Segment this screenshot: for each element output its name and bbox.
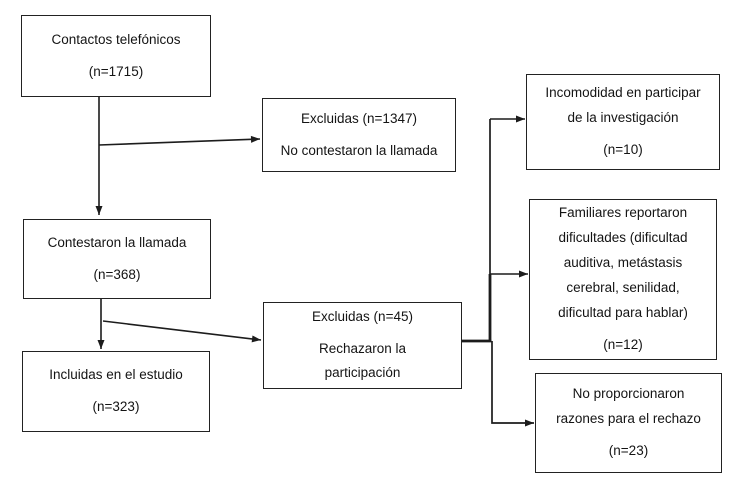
node-body: Familiares reportaron dificultades (difi… — [558, 205, 688, 320]
node-body: Rechazaron la participación — [318, 340, 407, 381]
node-count: (n=10) — [603, 141, 643, 157]
node-excluidas-no-contestaron: Excluidas (n=1347) No contestaron la lla… — [262, 98, 456, 172]
node-title: Contactos telefónicos — [51, 31, 181, 47]
node-count: (n=1715) — [88, 63, 144, 79]
node-count: (n=368) — [93, 266, 141, 282]
node-title: Contestaron la llamada — [47, 234, 187, 250]
node-count: (n=12) — [603, 336, 643, 352]
connector-spine-sin-razones — [491, 341, 534, 427]
node-count: (n=23) — [608, 442, 649, 458]
node-body: No contestaron la llamada — [280, 142, 438, 158]
node-incomodidad-participar: Incomodidad en participar de la investig… — [526, 74, 720, 170]
node-body: Incomodidad en participar de la investig… — [545, 85, 701, 126]
node-incluidas-estudio: Incluidas en el estudio (n=323) — [22, 351, 210, 432]
node-title: Incluidas en el estudio — [49, 367, 183, 383]
node-contactos-telefonicos: Contactos telefónicos (n=1715) — [21, 15, 211, 97]
node-familiares-dificultades: Familiares reportaron dificultades (difi… — [529, 199, 717, 360]
node-body: No proporcionaron razones para el rechaz… — [556, 386, 701, 427]
node-excluidas-rechazaron: Excluidas (n=45) Rechazaron la participa… — [263, 302, 462, 389]
connector-contactos-excluidas1347 — [98, 135, 261, 146]
connector-contestaron-excluidas45 — [102, 320, 262, 343]
node-count: (n=323) — [92, 399, 140, 414]
node-title: Excluidas (n=1347) — [301, 110, 417, 126]
node-title: Excluidas (n=45) — [312, 308, 413, 324]
node-no-proporcionaron-razones: No proporcionaron razones para el rechaz… — [535, 373, 722, 473]
node-contestaron-llamada: Contestaron la llamada (n=368) — [23, 219, 211, 299]
